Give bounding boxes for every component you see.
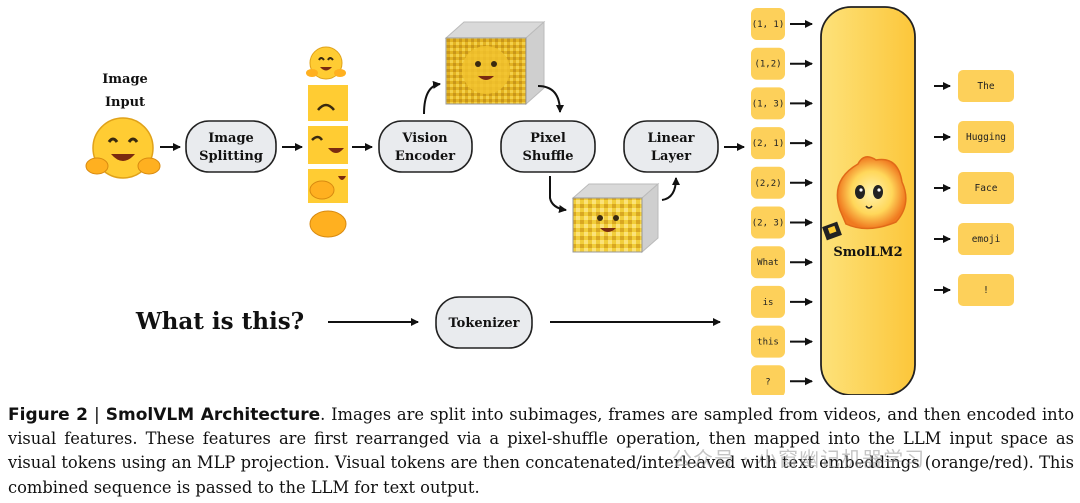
crop-4-icon bbox=[308, 208, 348, 240]
smollm2-label: SmolLM2 bbox=[833, 245, 902, 260]
figure-label: Figure 2 | SmolVLM Architecture bbox=[8, 405, 321, 425]
token-box bbox=[751, 246, 785, 279]
output-token-box bbox=[958, 274, 1014, 306]
arrow-cube-to-linear bbox=[661, 177, 680, 201]
shuffled-features-cube-icon bbox=[571, 182, 660, 254]
pixel-shuffle-label-2: Shuffle bbox=[522, 149, 573, 164]
output-token-label: Face bbox=[975, 183, 998, 194]
token-label: ? bbox=[765, 377, 770, 387]
token-label: What bbox=[757, 258, 779, 268]
arrow-encoder-to-cube bbox=[423, 80, 441, 115]
watermark-text: 公众号 · 小窗幽记机器学习 bbox=[672, 447, 926, 471]
linear-layer-box bbox=[623, 120, 719, 173]
tokenizer-box bbox=[435, 296, 533, 349]
figure-title: SmolVLM Architecture bbox=[105, 405, 321, 425]
thumbnail-emoji-icon bbox=[306, 46, 346, 80]
token-box bbox=[751, 47, 785, 80]
crop-1-icon bbox=[308, 85, 348, 121]
hugging-face-emoji-icon bbox=[85, 117, 161, 179]
figure-caption: Figure 2 | SmolVLM Architecture. Images … bbox=[8, 403, 1074, 500]
tokenizer-label: Tokenizer bbox=[448, 316, 519, 331]
output-token-box bbox=[958, 70, 1014, 102]
token-label: (2, 3) bbox=[752, 219, 785, 229]
crop-3-icon bbox=[308, 169, 348, 203]
model-to-output-arrows bbox=[934, 82, 951, 294]
token-box bbox=[751, 8, 785, 40]
smollm2-mascot-icon bbox=[822, 156, 907, 241]
token-box bbox=[751, 206, 785, 239]
vision-encoder-label-2: Encoder bbox=[395, 149, 455, 164]
output-token-label: Hugging bbox=[966, 132, 1006, 143]
output-token-label: emoji bbox=[972, 234, 1001, 245]
image-splitting-box bbox=[185, 120, 277, 173]
token-label: (1, 3) bbox=[752, 99, 785, 109]
output-token-box bbox=[958, 223, 1014, 255]
image-input-label-1: Image bbox=[102, 72, 148, 87]
question-text: What is this? bbox=[135, 308, 304, 335]
token-label: (1,2) bbox=[754, 60, 781, 70]
output-token-label: The bbox=[977, 81, 994, 92]
linear-layer-label-1: Linear bbox=[647, 131, 694, 146]
token-to-model-arrows bbox=[790, 20, 813, 386]
token-box bbox=[751, 87, 785, 120]
architecture-diagram: Image Input Image Splitting bbox=[85, 6, 1014, 395]
visual-features-cube-icon bbox=[444, 20, 546, 106]
output-token-box bbox=[958, 172, 1014, 204]
arrow-cube-to-shuffle bbox=[537, 85, 564, 113]
pixel-shuffle-label-1: Pixel bbox=[530, 131, 566, 146]
output-token-box bbox=[958, 121, 1014, 153]
image-input-label-2: Input bbox=[105, 95, 145, 110]
token-column: (1, 1) (1,2) (1, 3) (2, 1) (2,2) (2, 3) What is… bbox=[751, 8, 785, 395]
image-splitting-label-2: Splitting bbox=[199, 149, 263, 164]
token-box bbox=[751, 166, 785, 199]
image-splitting-label-1: Image bbox=[208, 131, 254, 146]
crop-2-icon bbox=[308, 126, 348, 164]
token-box bbox=[751, 325, 785, 358]
output-token-label: ! bbox=[983, 285, 989, 296]
arrow-shuffle-to-cube bbox=[549, 176, 567, 213]
token-label: (2, 1) bbox=[752, 139, 785, 149]
token-box bbox=[751, 285, 785, 318]
sub-image-crops bbox=[308, 85, 348, 240]
token-box bbox=[751, 365, 785, 395]
pixel-shuffle-box bbox=[500, 120, 596, 173]
token-label: is bbox=[763, 298, 774, 308]
token-label: this bbox=[757, 338, 779, 348]
vision-encoder-box bbox=[378, 120, 473, 173]
linear-layer-label-2: Layer bbox=[651, 149, 691, 164]
token-label: (1, 1) bbox=[752, 20, 785, 30]
vision-encoder-label-1: Vision bbox=[401, 131, 448, 146]
caption-text: . Images are split into subimages, frame… bbox=[8, 405, 1074, 497]
token-label: (2,2) bbox=[754, 179, 781, 189]
token-box bbox=[751, 127, 785, 160]
